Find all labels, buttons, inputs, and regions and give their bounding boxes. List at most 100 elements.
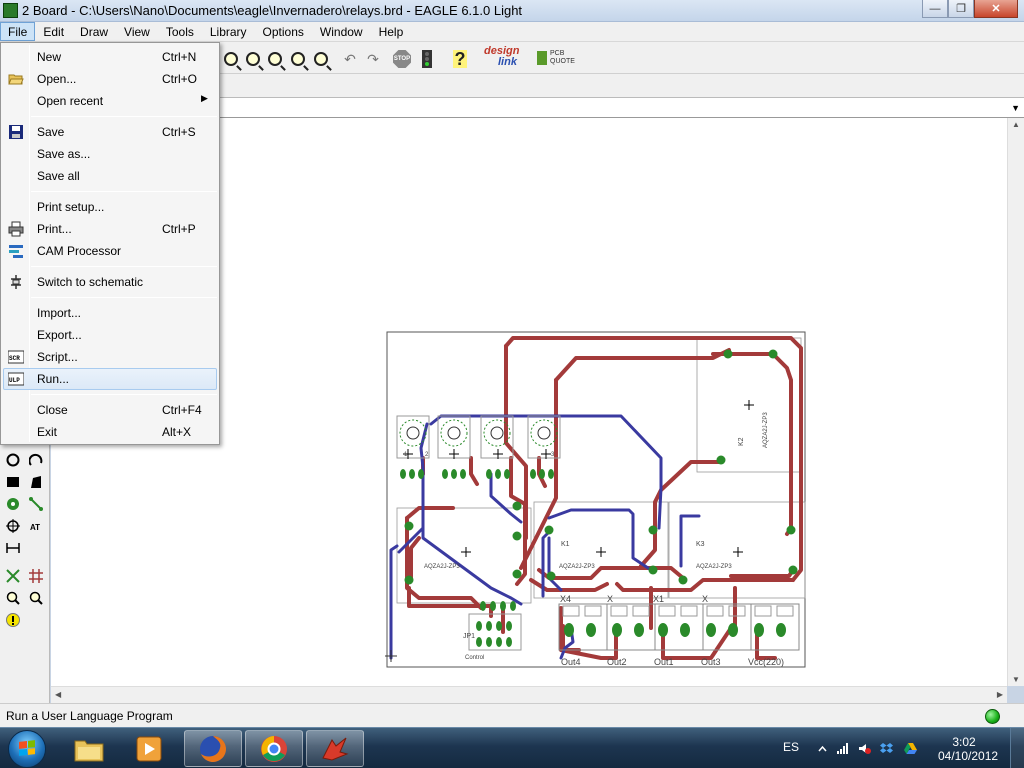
menu-item-print[interactable]: Print... Ctrl+P — [3, 218, 217, 240]
vertical-scrollbar[interactable]: ▲ ▼ — [1007, 118, 1024, 686]
dimension-tool-icon[interactable] — [5, 540, 21, 556]
dropbox-icon[interactable] — [880, 742, 893, 755]
eagle-app-icon[interactable] — [3, 3, 18, 18]
combo-dropdown-icon[interactable]: ▼ — [1011, 103, 1020, 113]
menu-edit[interactable]: Edit — [43, 25, 65, 39]
menu-item-switch-to-schematic[interactable]: Switch to schematic — [3, 271, 217, 293]
menu-window[interactable]: Window — [319, 25, 363, 39]
pcb-quote-button[interactable]: PCB QUOTE — [537, 50, 575, 68]
menu-item-export[interactable]: Export... — [3, 324, 217, 346]
menu-item-print-setup[interactable]: Print setup... — [3, 196, 217, 218]
menu-item-cam-processor[interactable]: CAM Processor — [3, 240, 217, 262]
design-link-logo[interactable]: design link — [484, 46, 519, 68]
label-k1: K1 — [561, 541, 570, 548]
hole-tool-icon[interactable] — [5, 518, 21, 534]
menu-item-save-all[interactable]: Save all — [3, 165, 217, 187]
via-tool-icon[interactable] — [5, 496, 21, 512]
menu-item-exit[interactable]: Exit Alt+X — [3, 421, 217, 443]
eagle-icon[interactable] — [306, 730, 364, 767]
zoom-redraw-icon[interactable] — [289, 50, 307, 68]
menu-item-open[interactable]: Open... Ctrl+O — [3, 68, 217, 90]
media-player-icon[interactable] — [120, 730, 178, 767]
scroll-right-icon[interactable]: ▶ — [996, 690, 1003, 699]
menu-item-open-recent[interactable]: Open recent ▶ — [3, 90, 217, 112]
menu-gutter — [29, 45, 30, 442]
menu-library[interactable]: Library — [209, 25, 247, 39]
menu-view[interactable]: View — [124, 25, 150, 39]
horizontal-scrollbar[interactable]: ◀ ▶ — [51, 686, 1007, 703]
close-button[interactable]: ✕ — [974, 0, 1018, 18]
tray-chevron-icon[interactable] — [816, 742, 829, 755]
pcb-chip-icon — [537, 51, 547, 65]
undo-icon[interactable]: ↶ — [344, 50, 356, 67]
language-indicator[interactable]: ES — [783, 740, 800, 754]
circle-tool-icon[interactable] — [5, 452, 21, 468]
erc-tool-icon[interactable] — [5, 590, 21, 606]
ratsnest-tool-icon[interactable] — [5, 568, 21, 584]
windows-explorer-icon[interactable] — [60, 730, 118, 767]
menu-item-label: Close — [37, 403, 68, 417]
autorouter-tool-icon[interactable] — [28, 568, 44, 584]
menu-item-script[interactable]: SCR Script... — [3, 346, 217, 368]
status-led-icon[interactable] — [985, 709, 1000, 724]
label-k2: K2 — [738, 437, 745, 446]
drc-tool-icon[interactable] — [28, 590, 44, 606]
menu-separator — [31, 394, 217, 395]
pcb-quote-bottom: QUOTE — [550, 58, 575, 65]
help-icon[interactable]: ? — [451, 50, 469, 68]
menu-item-run[interactable]: ULP Run... — [3, 368, 217, 390]
menu-item-close[interactable]: Close Ctrl+F4 — [3, 399, 217, 421]
menu-item-label: Exit — [37, 425, 58, 439]
menu-draw[interactable]: Draw — [80, 25, 109, 39]
signal-tool-icon[interactable] — [28, 496, 44, 512]
script-icon: SCR — [8, 350, 24, 364]
svg-text:AT: AT — [30, 523, 40, 532]
menu-item-label: Print setup... — [37, 200, 105, 214]
volume-muted-icon[interactable] — [858, 742, 871, 755]
chrome-icon[interactable] — [245, 730, 303, 767]
jp1-header — [468, 601, 522, 651]
start-button[interactable] — [8, 730, 46, 768]
label-x-mid: X — [607, 594, 613, 604]
scroll-down-icon[interactable]: ▼ — [1012, 675, 1020, 684]
menu-options[interactable]: Options — [262, 25, 304, 39]
redo-icon[interactable]: ↷ — [367, 50, 379, 67]
menu-item-save-as[interactable]: Save as... — [3, 143, 217, 165]
scroll-left-icon[interactable]: ◀ — [55, 690, 62, 699]
zoom-out-icon[interactable] — [266, 50, 284, 68]
arc-tool-icon[interactable] — [28, 452, 44, 468]
minimize-button[interactable]: — — [922, 0, 948, 18]
command-line-combo[interactable]: ▼ — [0, 98, 1024, 118]
zoom-select-icon[interactable] — [312, 50, 330, 68]
menu-item-save[interactable]: Save Ctrl+S — [3, 121, 217, 143]
menu-item-shortcut: Ctrl+O — [162, 72, 198, 86]
attribute-tool-icon[interactable]: AT — [28, 518, 44, 534]
menu-item-import[interactable]: Import... — [3, 302, 217, 324]
menu-bar: File Edit Draw View Tools Library Option… — [0, 22, 1024, 42]
label-aqz-2: AQZA2J-ZP3 — [559, 564, 595, 570]
label-t3: 3 — [551, 452, 555, 458]
menu-help[interactable]: Help — [378, 25, 404, 39]
go-icon[interactable] — [418, 50, 436, 68]
show-desktop-button[interactable] — [1010, 728, 1024, 768]
stop-icon[interactable]: STOP — [393, 50, 411, 68]
menu-item-new[interactable]: New Ctrl+N — [3, 46, 217, 68]
menu-item-label: Run... — [37, 372, 70, 386]
menu-item-label: Open recent — [37, 94, 104, 108]
maximize-button[interactable]: ❐ — [948, 0, 974, 18]
google-drive-icon[interactable] — [904, 742, 917, 755]
signal-strength-icon[interactable] — [836, 742, 849, 755]
scroll-up-icon[interactable]: ▲ — [1012, 120, 1020, 129]
zoom-fit-icon[interactable] — [222, 50, 240, 68]
cam-processor-icon — [9, 245, 23, 258]
menu-tools[interactable]: Tools — [165, 25, 194, 39]
rect-tool-icon[interactable] — [5, 474, 21, 490]
firefox-icon[interactable] — [184, 730, 242, 767]
polygon-tool-icon[interactable] — [28, 474, 44, 490]
errors-tool-icon[interactable] — [5, 612, 21, 628]
board-drawing[interactable]: K1 K2 K3 AQZA2J-ZP3 AQZA2J-ZP3 AQZA2J-ZP… — [51, 118, 1007, 686]
label-k3: K3 — [696, 541, 705, 548]
zoom-in-icon[interactable] — [244, 50, 262, 68]
taskbar-clock[interactable]: 3:02 04/10/2012 — [938, 735, 998, 763]
menu-file[interactable]: File — [0, 22, 36, 41]
